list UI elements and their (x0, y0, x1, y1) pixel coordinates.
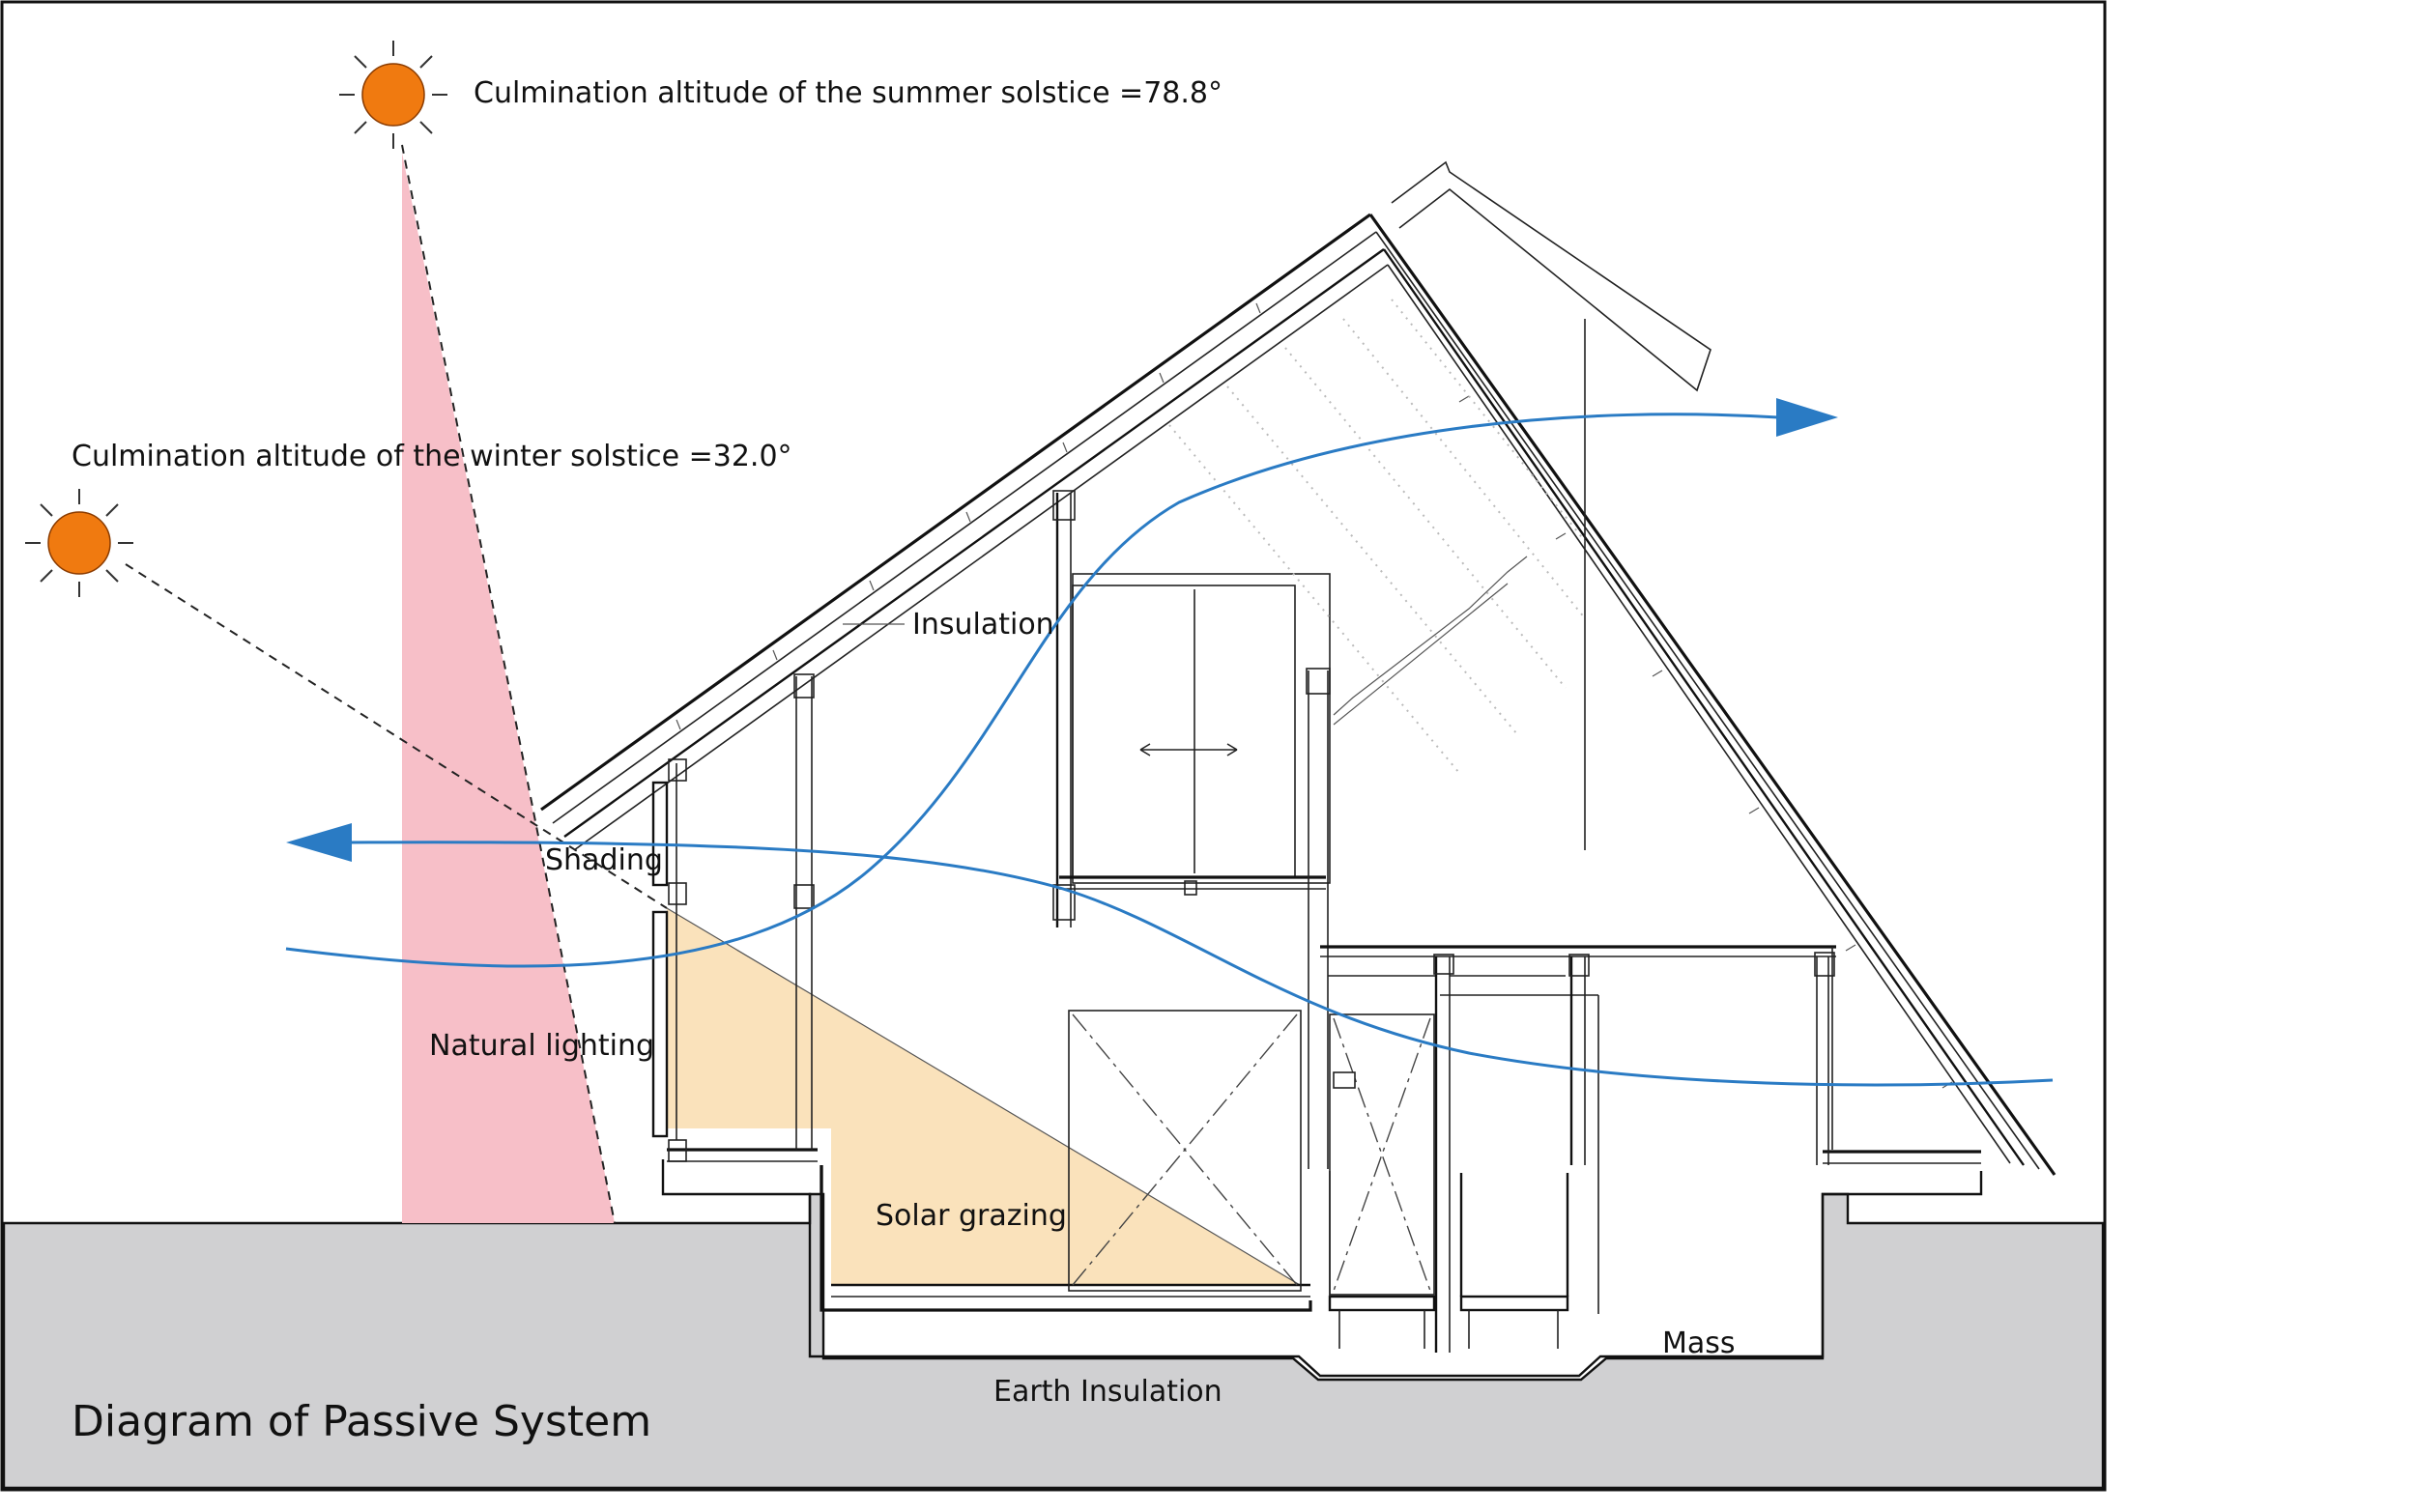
winter-sun-ray (125, 563, 668, 909)
winter-sun (25, 489, 133, 597)
winter-sun-ray-inner (666, 907, 1301, 1286)
roof (540, 160, 2056, 1176)
mass-label: Mass (1662, 1327, 1736, 1360)
summer-sun-ray (401, 144, 616, 1224)
airflow-path-upper (285, 413, 1779, 968)
insulation-label: Insulation (912, 608, 1054, 642)
building-section (540, 160, 2056, 1378)
interior-structure (793, 299, 1836, 1353)
airflow-arrow-left (286, 823, 352, 862)
winter-sun-rays-icon (25, 489, 133, 597)
left-wall (651, 758, 687, 1162)
airflow-arrow-right (1776, 398, 1838, 437)
summer-sun-icon (361, 63, 425, 127)
solar-grazing-label: Solar grazing (876, 1199, 1067, 1233)
shading-label: Shading (545, 843, 663, 877)
winter-sun-icon (47, 511, 111, 575)
airflow (285, 398, 2054, 1087)
ground (2, 1192, 2105, 1490)
diagram-title: Diagram of Passive System (72, 1397, 651, 1446)
airflow-path-lower (347, 841, 2054, 1087)
summer-sun-rays-icon (339, 41, 447, 149)
earth-insulation-label: Earth Insulation (993, 1375, 1222, 1409)
summer-sun (339, 41, 447, 149)
foundation-slab (820, 1165, 1312, 1312)
natural-lighting-label: Natural lighting (429, 1029, 654, 1063)
winter-sun-label: Culmination altitude of the winter solst… (72, 440, 792, 473)
foundation-outline (661, 1159, 1983, 1378)
summer-sun-label: Culmination altitude of the summer solst… (474, 76, 1222, 110)
